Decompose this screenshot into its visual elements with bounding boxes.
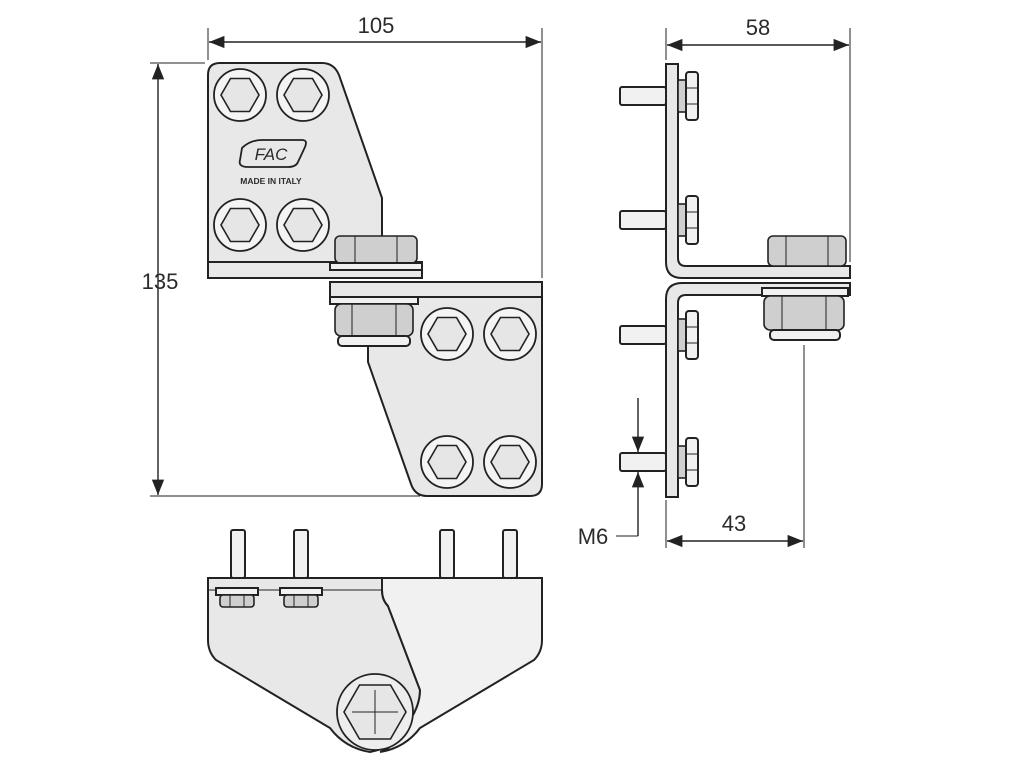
side-lower-plate — [665, 282, 851, 498]
bottom-nut — [279, 587, 323, 608]
pivot-bolt-head — [329, 235, 423, 271]
side-stud — [619, 195, 699, 245]
bolt-head — [276, 68, 330, 122]
front-view: FAC MADE IN ITALY 105 135 — [142, 13, 543, 497]
bottom-pivot-bolt — [336, 673, 414, 751]
origin-label: MADE IN ITALY — [240, 176, 302, 186]
side-view: 58 43 M6 — [578, 15, 851, 549]
side-stud — [619, 310, 699, 360]
side-stud — [619, 437, 699, 487]
bolt-head — [483, 435, 537, 489]
bottom-nut — [215, 587, 259, 608]
dimension-label-side-depth: 43 — [722, 511, 746, 536]
bolt-head — [276, 198, 330, 252]
bolt-head — [483, 307, 537, 361]
dimension-label-side-width: 58 — [746, 15, 770, 40]
lower-plate-flange — [329, 281, 543, 298]
thread-size-label: M6 — [578, 524, 609, 549]
dimension-label-height: 135 — [142, 269, 179, 294]
bolt-head — [213, 198, 267, 252]
brand-logo-text: FAC — [255, 145, 288, 164]
side-pivot-bolt — [761, 235, 849, 341]
side-upper-plate — [665, 63, 851, 279]
bolt-head — [213, 68, 267, 122]
bottom-stud — [230, 529, 246, 579]
bottom-stud — [293, 529, 309, 579]
brand-logo: FAC — [238, 139, 307, 168]
bolt-head — [420, 307, 474, 361]
pivot-nut — [329, 296, 419, 347]
bottom-stud — [502, 529, 518, 579]
dimension-label-width: 105 — [358, 13, 395, 38]
bottom-view — [207, 529, 543, 754]
bottom-stud — [439, 529, 455, 579]
side-stud — [619, 71, 699, 121]
bolt-head — [420, 435, 474, 489]
